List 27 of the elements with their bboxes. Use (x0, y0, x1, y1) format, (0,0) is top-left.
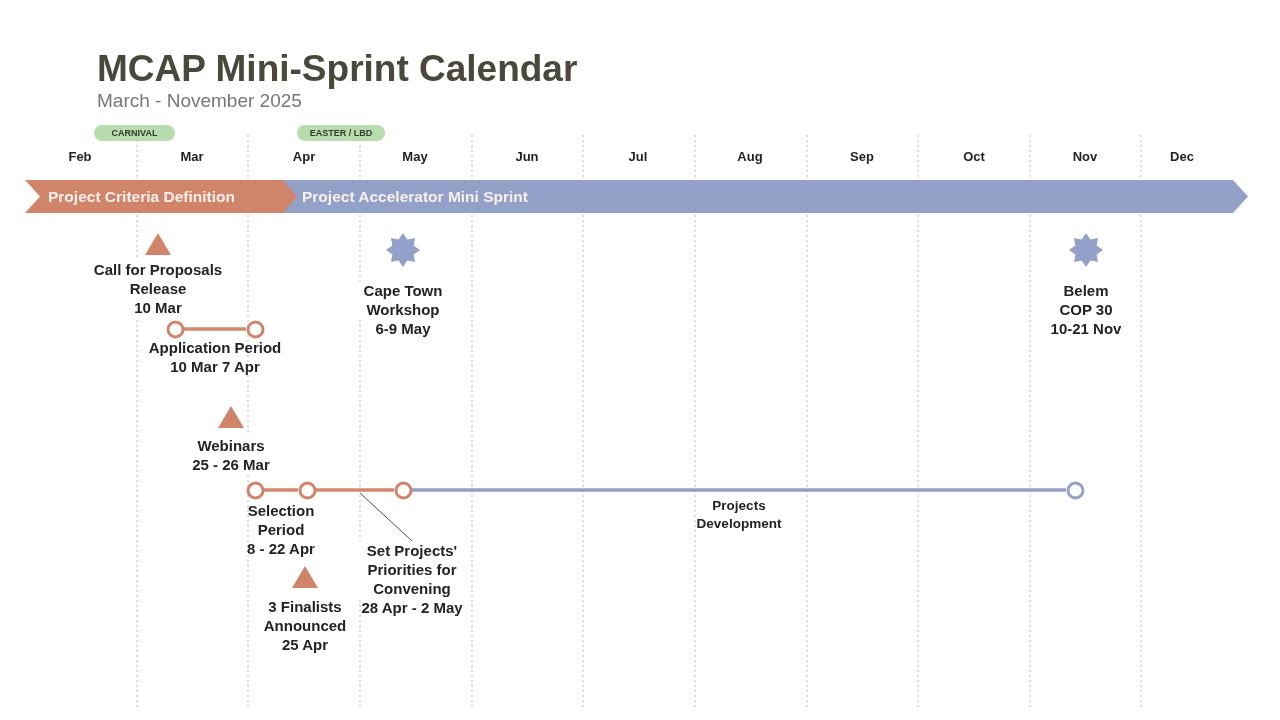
subtitle: March - November 2025 (97, 90, 302, 112)
period-label: Application Period 10 Mar 7 Apr (148, 338, 282, 376)
period-label: Projects Development (695, 497, 783, 533)
holiday-tag: CARNIVAL (94, 125, 175, 141)
milestone-label: Webinars (197, 436, 265, 455)
ring-icon (245, 319, 265, 339)
leader-line (359, 492, 413, 542)
ring-icon (165, 319, 185, 339)
timeline-bar (316, 488, 394, 492)
ring-icon (1065, 480, 1085, 500)
period-label: Selection Period 8 - 22 Apr (246, 501, 316, 558)
ring-icon (393, 480, 413, 500)
month-label: Apr (292, 149, 316, 165)
month-label: Aug (737, 149, 763, 165)
month-label: Sep (850, 149, 874, 165)
timeline-bar (184, 327, 246, 331)
ring-icon (245, 480, 265, 500)
timeline-bar (264, 488, 298, 492)
milestone-date: 10 Mar (134, 298, 182, 317)
month-label: May (402, 149, 428, 165)
holiday-tag: EASTER / LBD (297, 125, 385, 141)
phase-label: Project Accelerator Mini Sprint (302, 187, 528, 207)
diagram-title: MCAP Mini-Sprint Calendar (97, 47, 578, 91)
milestone-date: 25 - 26 Mar (192, 455, 270, 474)
timeline-bar (412, 488, 1066, 492)
ring-icon (297, 480, 317, 500)
phase-label: Project Criteria Definition (48, 187, 235, 207)
